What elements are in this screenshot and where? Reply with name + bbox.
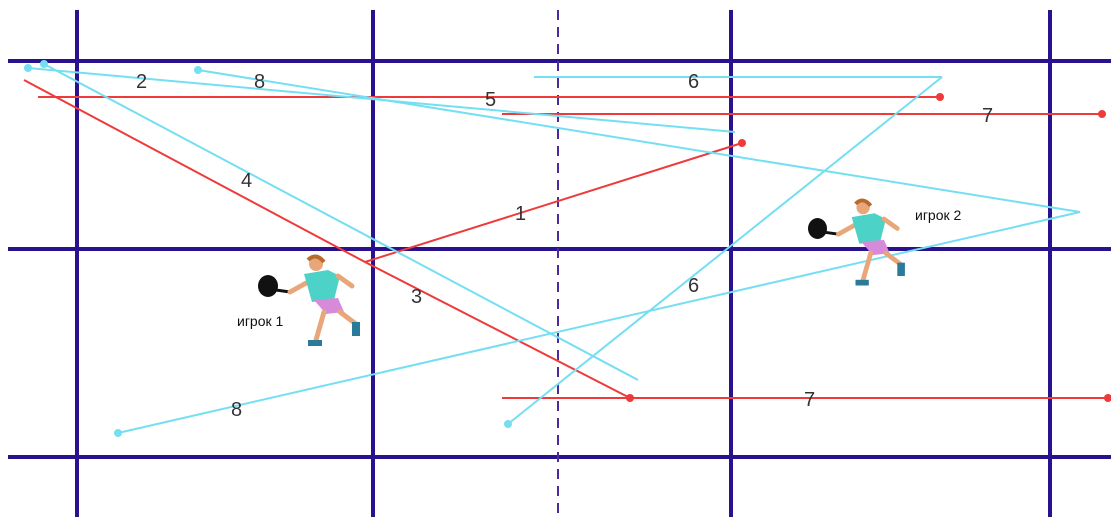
- shot-label-8: 8: [254, 71, 265, 93]
- shot-label-5: 5: [485, 89, 496, 111]
- player1-shots: [23, 79, 1111, 402]
- court-lines: [8, 10, 1111, 517]
- shot-8-endpoint: [114, 429, 122, 437]
- shot-4-path: [43, 63, 639, 381]
- shot-1-endpoint: [738, 139, 746, 147]
- player-figure: [258, 254, 360, 346]
- player2-shots: [24, 60, 1081, 437]
- shot-label-4: 4: [241, 170, 252, 192]
- shot-6-endpoint: [504, 420, 512, 428]
- shot-8-start: [194, 66, 202, 74]
- shot-3-path: [23, 79, 631, 399]
- shot-label-6: 6: [688, 275, 699, 297]
- shot-6b-path: [507, 76, 943, 425]
- shot-number-labels: 2 8 5 6 7 4 1 3 6 8 7: [136, 71, 993, 421]
- shot-label-1: 1: [515, 203, 526, 225]
- shot-4-endpoint: [40, 60, 48, 68]
- shot-7b-endpoint: [1104, 394, 1111, 402]
- player-1-label: игрок 1: [237, 313, 284, 329]
- shot-label-2: 2: [136, 71, 147, 93]
- player-figure: [808, 198, 905, 286]
- shot-label-7: 7: [982, 105, 993, 127]
- shot-2-endpoint: [24, 64, 32, 72]
- shot-8-path: [117, 69, 1081, 434]
- shot-7a-endpoint: [1098, 110, 1106, 118]
- shot-label-3: 3: [411, 286, 422, 308]
- shot-label-8: 8: [231, 399, 242, 421]
- shot-5-endpoint: [936, 93, 944, 101]
- player-2-label: игрок 2: [915, 207, 962, 223]
- shot-label-7: 7: [804, 389, 815, 411]
- shot-label-6: 6: [688, 71, 699, 93]
- racket-icon: [808, 218, 827, 239]
- shot-1-path: [364, 142, 743, 263]
- racket-icon: [258, 275, 278, 297]
